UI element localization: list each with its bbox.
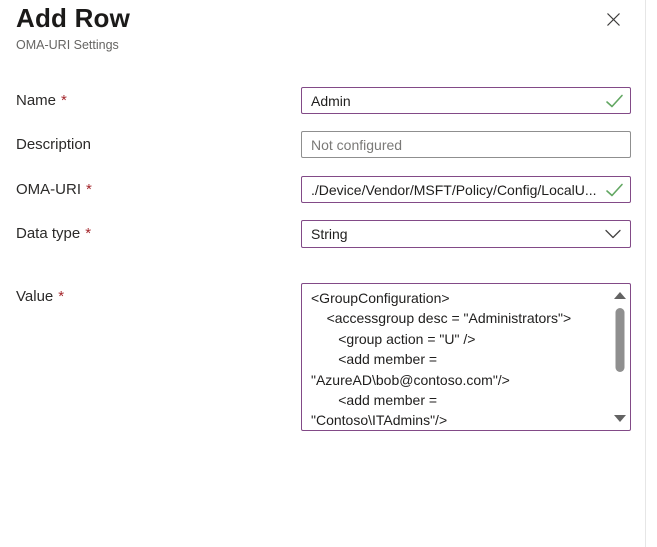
data-type-dropdown[interactable]: String [301,220,631,248]
value-scrollbar[interactable] [611,285,629,429]
oma-uri-input[interactable] [301,176,631,203]
description-input[interactable] [301,131,631,158]
name-label-text: Name [16,92,57,109]
chevron-down-icon [605,229,621,239]
scroll-up-arrow-icon[interactable] [614,292,626,299]
name-required-asterisk: * [61,92,67,109]
page-title: Add Row [16,3,131,33]
description-label-text: Description [16,136,92,153]
panel-right-divider [645,0,646,547]
value-required-asterisk: * [58,288,65,305]
data-type-label-text: Data type [16,225,81,242]
close-icon [606,12,620,26]
name-label: Name * [16,87,67,114]
scroll-down-arrow-icon[interactable] [614,415,626,422]
oma-uri-field-wrap [301,176,631,203]
data-type-label: Data type * [16,220,91,247]
data-type-required-asterisk: * [85,225,92,242]
oma-uri-required-asterisk: * [86,181,92,198]
oma-uri-label-text: OMA-URI [16,181,81,198]
page-subtitle: OMA-URI Settings [16,38,119,52]
value-label: Value * [16,283,64,310]
value-textarea[interactable]: <GroupConfiguration> <accessgroup desc =… [301,283,631,431]
data-type-selected-value: String [311,226,348,242]
scrollbar-thumb[interactable] [615,308,625,372]
oma-uri-label: OMA-URI * [16,176,92,203]
description-label: Description [16,131,91,158]
value-label-text: Value [16,288,54,305]
name-input[interactable] [301,87,631,114]
close-button[interactable] [601,7,625,31]
name-field-wrap [301,87,631,114]
